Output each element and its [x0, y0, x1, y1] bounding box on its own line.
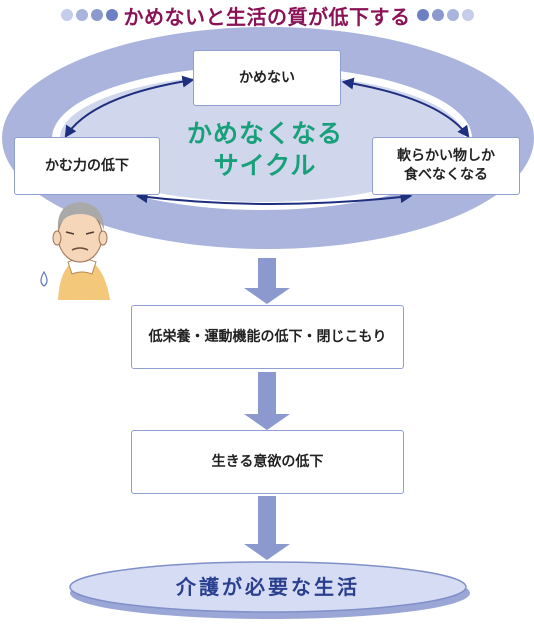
- title-dots-left: [60, 9, 118, 21]
- result-ellipse: [69, 561, 470, 619]
- flow-arrow-3: [244, 496, 290, 560]
- cycle-node-top: かめない: [193, 50, 341, 106]
- flow-arrows: [244, 258, 290, 560]
- step-box-2: 生きる意欲の低下: [131, 430, 404, 494]
- cycle-node-right: 軟らかい物しか 食べなくなる: [372, 137, 520, 195]
- arrow-top-to-left: [64, 75, 195, 139]
- arrow-bottom-right-to-left: [135, 191, 413, 205]
- diagram-title: かめないと生活の質が低下する: [123, 4, 411, 29]
- cycle-label: かめなくなる サイクル: [186, 119, 343, 180]
- flow-arrow-2: [244, 372, 290, 430]
- step-box-1: 低栄養・運動機能の低下・閉じこもり: [131, 305, 404, 369]
- arrow-top-to-right: [341, 77, 470, 138]
- result-label: 介護が必要な生活: [176, 574, 360, 599]
- cycle-arrows: [64, 75, 470, 205]
- title-dots-right: [416, 9, 474, 21]
- title-row: かめないと生活の質が低下する: [0, 2, 534, 29]
- flow-arrow-1: [244, 258, 290, 304]
- worried-person-icon: [40, 202, 110, 300]
- cycle-node-left: かむ力の低下: [14, 137, 160, 195]
